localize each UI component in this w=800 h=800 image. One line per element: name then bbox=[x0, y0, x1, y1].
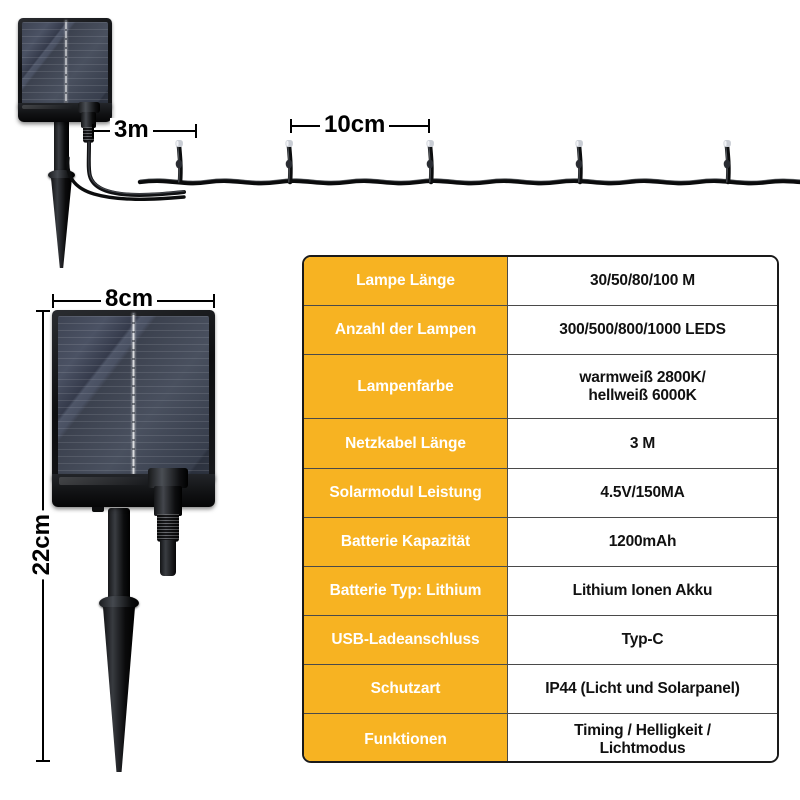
spec-value: 300/500/800/1000 LEDS bbox=[508, 306, 777, 354]
led-fairy-light-string bbox=[137, 120, 800, 200]
stake-tip-bottom bbox=[103, 607, 135, 772]
spec-value: Typ-C bbox=[508, 616, 777, 664]
spec-key: Netzkabel Länge bbox=[304, 419, 508, 468]
dimension-cap-bottom bbox=[36, 760, 50, 762]
panel-cable-top bbox=[66, 141, 186, 201]
spec-value: 3 M bbox=[508, 419, 777, 468]
stake-collar-bottom bbox=[99, 596, 139, 610]
spec-key: Batterie Kapazität bbox=[304, 518, 508, 566]
spec-key: Solarmodul Leistung bbox=[304, 469, 508, 517]
spec-value: 1200mAh bbox=[508, 518, 777, 566]
spec-key: Lampenfarbe bbox=[304, 355, 508, 418]
panel-cable-bottom bbox=[160, 540, 176, 576]
solar-panel-assembly-bottom bbox=[52, 310, 282, 772]
dimension-cap-top bbox=[36, 310, 50, 312]
spec-key: Schutzart bbox=[304, 665, 508, 713]
led-bulb-group bbox=[175, 140, 731, 185]
panel-connector-barrel-bottom bbox=[154, 486, 182, 516]
solar-panel-frame-bottom bbox=[52, 310, 215, 482]
spec-key: Batterie Typ: Lithium bbox=[304, 567, 508, 615]
led-bulb bbox=[426, 140, 434, 185]
stake-shaft-bottom bbox=[108, 508, 130, 606]
led-bulb bbox=[285, 140, 293, 185]
dimension-label-22cm: 22cm bbox=[28, 510, 55, 580]
spec-key: USB-Ladeanschluss bbox=[304, 616, 508, 664]
housing-highlight-top bbox=[21, 104, 74, 110]
dimension-cap-left bbox=[52, 294, 54, 308]
dimension-cap-left bbox=[92, 124, 94, 138]
spec-key: Funktionen bbox=[304, 714, 508, 761]
solar-panel-housing-bottom bbox=[52, 474, 215, 507]
dimension-cap-right bbox=[428, 119, 430, 133]
led-bulb bbox=[723, 140, 731, 185]
spec-value: IP44 (Licht und Solarpanel) bbox=[508, 665, 777, 713]
panel-connector-thread-top bbox=[83, 127, 94, 143]
spec-value: 4.5V/150MA bbox=[508, 469, 777, 517]
spec-value: Lithium Ionen Akku bbox=[508, 567, 777, 615]
spec-value: warmweiß 2800K/hellweiß 6000K bbox=[508, 355, 777, 418]
panel-connector-nut-bottom bbox=[148, 468, 188, 488]
spec-value: 30/50/80/100 M bbox=[508, 257, 777, 305]
solar-panel-frame-top bbox=[18, 18, 112, 109]
dimension-label-10cm: 10cm bbox=[320, 113, 390, 137]
dimension-label-8cm: 8cm bbox=[101, 287, 158, 311]
panel-busbar-top bbox=[65, 19, 67, 108]
panel-connector-thread-bottom bbox=[157, 514, 179, 542]
dimension-cap-right bbox=[195, 124, 197, 138]
panel-busbar-bottom bbox=[132, 313, 135, 479]
panel-connector-nut-top bbox=[78, 102, 100, 113]
stake-shaft-top bbox=[54, 118, 69, 180]
spec-value: Timing / Helligkeit /Lichtmodus bbox=[508, 714, 777, 761]
led-bulb bbox=[575, 140, 583, 185]
stake-collar-top bbox=[48, 170, 75, 180]
spec-key: Anzahl der Lampen bbox=[304, 306, 508, 354]
dimension-cap-right bbox=[213, 294, 215, 308]
housing-highlight-bottom bbox=[58, 476, 149, 486]
spec-key: Lampe Länge bbox=[304, 257, 508, 305]
dimension-cap-left bbox=[290, 119, 292, 133]
dimension-label-3m: 3m bbox=[110, 118, 153, 142]
led-bulb bbox=[175, 140, 183, 185]
